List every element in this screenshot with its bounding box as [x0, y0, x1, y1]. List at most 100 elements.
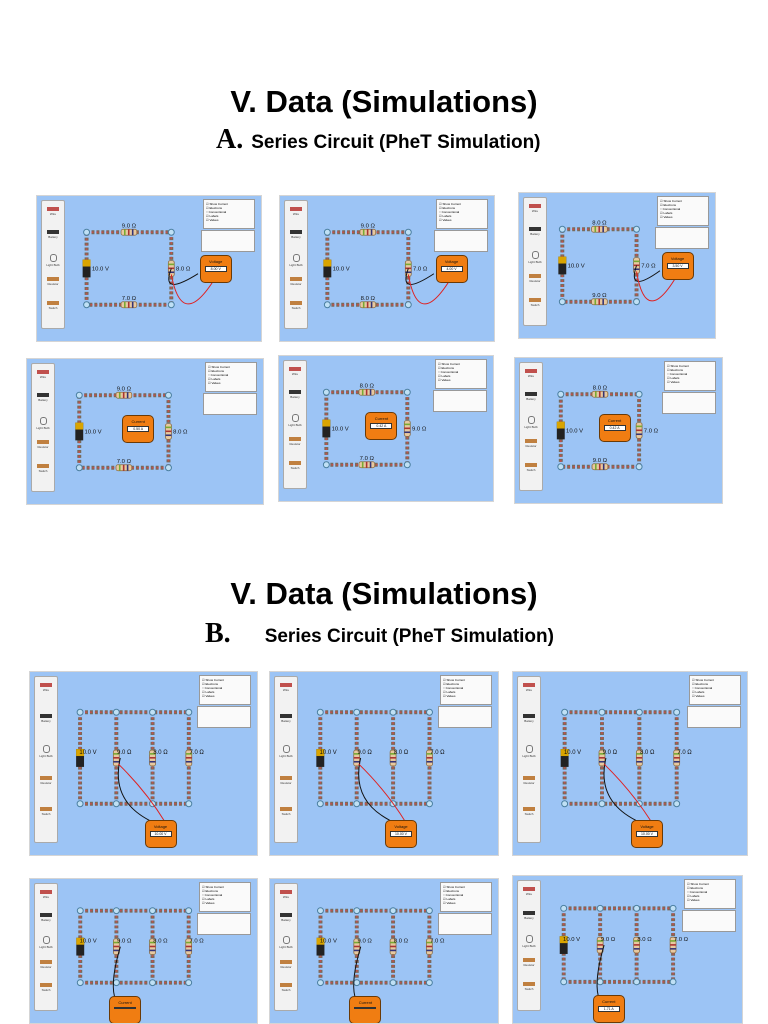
option-conventional[interactable]: ○ Conventional: [439, 210, 460, 214]
option-electrons[interactable]: ☑ Electrons: [660, 203, 677, 207]
option-conventional[interactable]: ○ Conventional: [202, 686, 223, 690]
toolbox-item-switch[interactable]: Switch: [277, 982, 295, 992]
toolbox-item-resistor[interactable]: Resistor: [520, 958, 538, 967]
tools-panel[interactable]: [201, 230, 255, 252]
toolbox-item-resistor[interactable]: Resistor: [287, 277, 305, 286]
toolbox-item-switch[interactable]: Switch: [44, 300, 62, 310]
toolbox-item-battery[interactable]: Battery: [37, 714, 55, 723]
view-options-panel[interactable]: ☑ Show Current☑ Electrons○ Conventional☑…: [199, 882, 251, 912]
tools-panel[interactable]: [197, 913, 251, 935]
option-show-current[interactable]: ☑ Show Current: [206, 202, 228, 206]
option-values[interactable]: ☑ Values: [202, 901, 215, 905]
view-options-panel[interactable]: ☑ Show Current☑ Electrons○ Conventional☑…: [199, 675, 251, 705]
toolbox-item-light-bulb[interactable]: Light Bulb: [287, 253, 305, 267]
option-labels[interactable]: ☑ Labels: [208, 377, 221, 381]
option-labels[interactable]: ☑ Labels: [692, 690, 705, 694]
view-options-panel[interactable]: ☑ Show Current☑ Electrons○ Conventional☑…: [657, 196, 709, 226]
toolbox-item-battery[interactable]: Battery: [44, 230, 62, 239]
option-conventional[interactable]: ○ Conventional: [443, 893, 464, 897]
tools-panel[interactable]: [682, 910, 736, 932]
option-labels[interactable]: ☑ Labels: [687, 894, 700, 898]
toolbox-item-battery[interactable]: Battery: [287, 230, 305, 239]
view-options-panel[interactable]: ☑ Show Current☑ Electrons○ Conventional☑…: [664, 361, 716, 391]
toolbox-item-wire[interactable]: Wire: [520, 887, 538, 896]
toolbox-item-resistor[interactable]: Resistor: [526, 274, 544, 283]
option-conventional[interactable]: ○ Conventional: [438, 370, 459, 374]
option-values[interactable]: ☑ Values: [443, 901, 456, 905]
view-options-panel[interactable]: ☑ Show Current☑ Electrons○ Conventional☑…: [684, 879, 736, 909]
option-values[interactable]: ☑ Values: [667, 380, 680, 384]
view-options-panel[interactable]: ☑ Show Current☑ Electrons○ Conventional☑…: [440, 675, 492, 705]
toolbox-item-switch[interactable]: Switch: [37, 982, 55, 992]
option-labels[interactable]: ☑ Labels: [438, 374, 451, 378]
option-conventional[interactable]: ○ Conventional: [208, 373, 229, 377]
toolbox-item-resistor[interactable]: Resistor: [520, 776, 538, 785]
option-conventional[interactable]: ○ Conventional: [206, 210, 227, 214]
option-electrons[interactable]: ☑ Electrons: [202, 682, 219, 686]
tools-panel[interactable]: [197, 706, 251, 728]
toolbox-item-switch[interactable]: Switch: [287, 300, 305, 310]
toolbox-item-light-bulb[interactable]: Light Bulb: [520, 745, 538, 758]
toolbox-item-light-bulb[interactable]: Light Bulb: [522, 415, 540, 429]
view-options-panel[interactable]: ☑ Show Current☑ Electrons○ Conventional☑…: [440, 882, 492, 912]
tools-panel[interactable]: [438, 706, 492, 728]
tools-panel[interactable]: [203, 393, 257, 415]
toolbox-item-wire[interactable]: Wire: [520, 683, 538, 692]
toolbox-item-resistor[interactable]: Resistor: [277, 776, 295, 785]
option-electrons[interactable]: ☑ Electrons: [443, 682, 460, 686]
option-show-current[interactable]: ☑ Show Current: [687, 882, 709, 886]
option-labels[interactable]: ☑ Labels: [206, 214, 219, 218]
toolbox-item-wire[interactable]: Wire: [44, 207, 62, 216]
option-show-current[interactable]: ☑ Show Current: [208, 365, 230, 369]
toolbox-item-light-bulb[interactable]: Light Bulb: [526, 250, 544, 264]
toolbox-item-wire[interactable]: Wire: [286, 367, 304, 376]
toolbox-item-resistor[interactable]: Resistor: [522, 439, 540, 448]
option-show-current[interactable]: ☑ Show Current: [438, 362, 460, 366]
option-labels[interactable]: ☑ Labels: [443, 897, 456, 901]
toolbox-item-resistor[interactable]: Resistor: [37, 776, 55, 785]
option-electrons[interactable]: ☑ Electrons: [202, 889, 219, 893]
toolbox-item-battery[interactable]: Battery: [34, 393, 52, 402]
option-labels[interactable]: ☑ Labels: [439, 214, 452, 218]
option-values[interactable]: ☑ Values: [438, 378, 451, 382]
toolbox-item-light-bulb[interactable]: Light Bulb: [37, 745, 55, 758]
toolbox-item-wire[interactable]: Wire: [287, 207, 305, 216]
tools-panel[interactable]: [438, 913, 492, 935]
option-conventional[interactable]: ○ Conventional: [443, 686, 464, 690]
option-show-current[interactable]: ☑ Show Current: [439, 202, 461, 206]
view-options-panel[interactable]: ☑ Show Current☑ Electrons○ Conventional☑…: [689, 675, 741, 705]
toolbox-item-wire[interactable]: Wire: [37, 683, 55, 692]
option-labels[interactable]: ☑ Labels: [202, 690, 215, 694]
option-values[interactable]: ☑ Values: [692, 694, 705, 698]
toolbox-item-switch[interactable]: Switch: [522, 462, 540, 472]
option-electrons[interactable]: ☑ Electrons: [687, 886, 704, 890]
toolbox-item-light-bulb[interactable]: Light Bulb: [277, 745, 295, 758]
option-show-current[interactable]: ☑ Show Current: [202, 885, 224, 889]
toolbox-item-light-bulb[interactable]: Light Bulb: [37, 936, 55, 949]
option-values[interactable]: ☑ Values: [206, 218, 219, 222]
view-options-panel[interactable]: ☑ Show Current☑ Electrons○ Conventional☑…: [436, 199, 488, 229]
toolbox-item-light-bulb[interactable]: Light Bulb: [286, 413, 304, 427]
toolbox-item-resistor[interactable]: Resistor: [286, 437, 304, 446]
tools-panel[interactable]: [687, 706, 741, 728]
toolbox-item-switch[interactable]: Switch: [34, 463, 52, 473]
toolbox-item-light-bulb[interactable]: Light Bulb: [44, 253, 62, 267]
toolbox-item-switch[interactable]: Switch: [277, 807, 295, 816]
toolbox-item-battery[interactable]: Battery: [520, 910, 538, 920]
option-labels[interactable]: ☑ Labels: [202, 897, 215, 901]
option-electrons[interactable]: ☑ Electrons: [439, 206, 456, 210]
toolbox-item-switch[interactable]: Switch: [286, 460, 304, 470]
